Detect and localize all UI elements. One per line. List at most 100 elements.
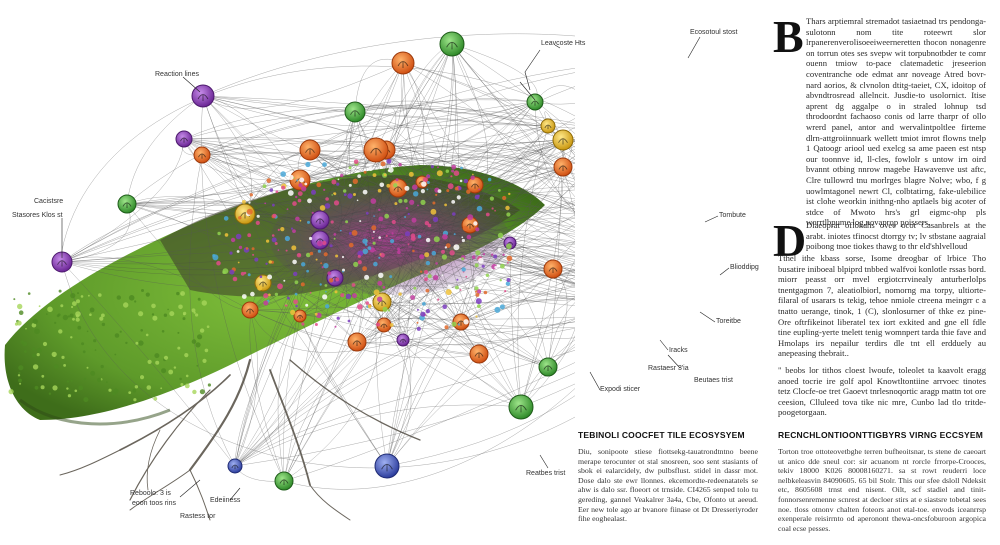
organism-icon xyxy=(350,110,360,117)
moss-speck xyxy=(182,317,186,321)
flower-speck xyxy=(377,296,383,302)
edge xyxy=(520,259,575,408)
flower-speck xyxy=(502,253,505,256)
flower-speck xyxy=(433,275,439,281)
edge xyxy=(385,149,575,183)
edge xyxy=(520,268,568,408)
purple-node xyxy=(396,333,410,347)
moss-speck xyxy=(51,351,57,357)
organism-icon xyxy=(122,202,132,209)
edge xyxy=(371,253,575,306)
flower-speck xyxy=(471,288,475,291)
flower-speck xyxy=(506,243,512,250)
flower-speck xyxy=(328,278,334,283)
edge xyxy=(402,242,511,341)
moss-speck xyxy=(114,353,117,356)
edge xyxy=(234,315,301,467)
edge xyxy=(343,229,522,408)
moss-speck xyxy=(132,388,137,393)
flower-speck xyxy=(347,319,351,323)
edge xyxy=(469,224,549,368)
organism-icon xyxy=(381,463,393,472)
moss-speck xyxy=(146,385,152,390)
flower-speck xyxy=(411,217,417,223)
moss-speck xyxy=(68,388,71,391)
flower-speck xyxy=(301,322,305,326)
label-ecosotoul: Ecosotoul stost xyxy=(690,29,738,36)
moss-speck xyxy=(202,358,207,363)
label-edeiiness: Edeiiness xyxy=(210,497,241,504)
edge xyxy=(349,243,575,284)
flower-speck xyxy=(431,250,437,256)
moss-speck xyxy=(169,311,175,317)
flower-speck xyxy=(322,240,327,246)
flower-speck xyxy=(348,232,352,235)
flower-speck xyxy=(391,219,396,225)
edge xyxy=(422,136,575,231)
edge xyxy=(534,101,575,213)
edge xyxy=(234,324,385,467)
article-paragraph-b: Thars arptiemral stremadot tasiaetnad tr… xyxy=(806,16,986,228)
flower-speck xyxy=(371,225,377,231)
flower-speck xyxy=(506,255,513,262)
label-tombute: Tombute xyxy=(719,212,746,219)
flower-speck xyxy=(441,274,444,277)
moss-speck xyxy=(123,302,129,308)
orange-node xyxy=(363,137,389,163)
label-expodi: Expodi sticer xyxy=(600,386,641,393)
moss-speck xyxy=(151,313,155,316)
edge xyxy=(509,238,575,244)
flower-speck xyxy=(373,215,375,217)
moss-speck xyxy=(25,327,27,330)
flower-speck xyxy=(372,230,375,233)
moss-speck xyxy=(155,360,160,365)
flower-speck xyxy=(453,233,456,236)
edge xyxy=(395,223,575,267)
organism-icon xyxy=(279,479,289,486)
flower-speck xyxy=(286,208,289,211)
edge xyxy=(299,245,419,317)
moss-speck xyxy=(86,330,89,333)
edge xyxy=(440,158,575,229)
flower-speck xyxy=(339,229,342,232)
flower-speck xyxy=(389,323,394,327)
edge xyxy=(249,242,334,311)
flower-speck xyxy=(232,276,238,282)
edge xyxy=(61,261,404,341)
flower-speck xyxy=(449,250,455,256)
moss-speck xyxy=(167,308,169,311)
flower-speck xyxy=(463,178,469,184)
edge xyxy=(383,184,476,326)
flower-speck xyxy=(477,304,481,309)
flower-speck xyxy=(471,255,476,259)
purple-node xyxy=(191,84,215,108)
edge xyxy=(383,324,412,467)
flower-speck xyxy=(300,282,305,287)
moss-speck xyxy=(101,313,105,318)
flower-speck xyxy=(287,190,294,196)
moss-speck xyxy=(70,293,76,299)
organism-icon xyxy=(246,308,254,314)
edge xyxy=(234,244,377,467)
flower-speck xyxy=(377,280,383,286)
moss-speck xyxy=(72,301,77,306)
flower-speck xyxy=(416,321,419,324)
flower-speck xyxy=(498,189,501,192)
edge xyxy=(402,182,575,341)
edge xyxy=(126,95,204,205)
flower-speck xyxy=(354,318,358,321)
edge xyxy=(386,208,459,467)
flower-speck xyxy=(372,241,376,245)
flower-speck xyxy=(259,275,263,279)
moss-speck xyxy=(58,329,63,334)
moss-speck xyxy=(97,377,102,383)
edge xyxy=(234,277,336,467)
edge xyxy=(299,72,575,181)
edge xyxy=(547,302,575,368)
flower-speck xyxy=(301,262,306,267)
flower-speck xyxy=(216,260,221,266)
flower-speck xyxy=(461,267,466,272)
moss-speck xyxy=(22,341,28,347)
flower-speck xyxy=(333,233,337,236)
flower-speck xyxy=(275,190,279,194)
